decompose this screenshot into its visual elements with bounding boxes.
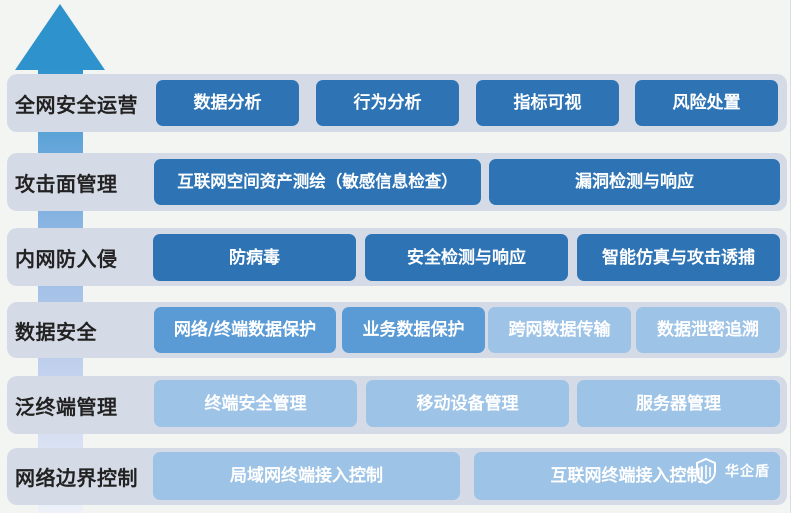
capability-box[interactable]: 终端安全管理	[154, 380, 357, 427]
capability-box[interactable]: 互联网终端接入控制	[474, 452, 780, 500]
layer-label: 数据安全	[15, 319, 97, 344]
layer-row-security-operations: 全网安全运营 数据分析 行为分析 指标可视 风险处置	[7, 74, 787, 132]
layer-row-intranet-defense: 内网防入侵 防病毒 安全检测与响应 智能仿真与攻击诱捕	[7, 228, 787, 286]
layer-label: 攻击面管理	[15, 171, 118, 196]
capability-box[interactable]: 数据分析	[156, 80, 299, 126]
capability-box[interactable]: 智能仿真与攻击诱捕	[577, 234, 780, 281]
capability-box[interactable]: 行为分析	[316, 80, 459, 126]
capability-box[interactable]: 互联网空间资产测绘（敏感信息检查）	[154, 159, 481, 205]
layer-label: 内网防入侵	[15, 246, 118, 271]
capability-box[interactable]: 安全检测与响应	[365, 234, 568, 281]
layer-row-endpoint-management: 泛终端管理 终端安全管理 移动设备管理 服务器管理	[7, 376, 787, 434]
layer-row-data-security: 数据安全 网络/终端数据保护 业务数据保护 跨网数据传输 数据泄密追溯	[7, 302, 787, 358]
brand-watermark: 华企盾	[695, 456, 770, 486]
capability-box[interactable]: 服务器管理	[577, 380, 780, 427]
capability-box[interactable]: 指标可视	[476, 80, 619, 126]
capability-box[interactable]: 局域网终端接入控制	[153, 452, 460, 500]
upward-arrow-head-icon	[15, 4, 105, 70]
capability-box[interactable]: 防病毒	[153, 234, 356, 281]
capability-box[interactable]: 网络/终端数据保护	[154, 307, 336, 353]
capability-box[interactable]: 漏洞检测与响应	[489, 159, 780, 205]
right-edge-border	[790, 0, 794, 513]
layer-label: 全网安全运营	[15, 92, 138, 117]
shield-icon	[695, 457, 717, 485]
capability-box[interactable]: 数据泄密追溯	[636, 307, 780, 353]
layer-label: 网络边界控制	[15, 466, 138, 490]
capability-box[interactable]: 跨网数据传输	[488, 307, 631, 353]
upward-arrow-shaft	[38, 66, 83, 513]
capability-box[interactable]: 风险处置	[635, 80, 778, 126]
capability-box[interactable]: 业务数据保护	[342, 307, 485, 353]
layer-label: 泛终端管理	[15, 394, 118, 419]
capability-box[interactable]: 移动设备管理	[366, 380, 569, 427]
layer-row-network-boundary: 网络边界控制 局域网终端接入控制 互联网终端接入控制	[7, 448, 787, 505]
layer-row-attack-surface: 攻击面管理 互联网空间资产测绘（敏感信息检查） 漏洞检测与响应	[7, 153, 787, 211]
watermark-text: 华企盾	[725, 464, 770, 480]
